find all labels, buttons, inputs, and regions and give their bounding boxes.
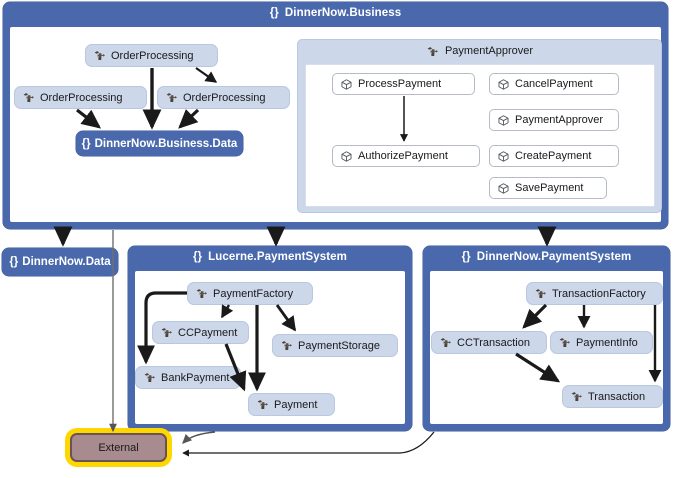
class-node-label: PaymentStorage (298, 339, 380, 352)
panel-title-label: DinnerNow.Business (284, 7, 402, 19)
class-node-label: CCTransaction (457, 336, 530, 349)
method-node-label: CancelPayment (515, 78, 593, 90)
class-node-paymentstorage[interactable]: PaymentStorage (272, 334, 398, 357)
panel-title-dinnernow-paymentsystem: {} DinnerNow.PaymentSystem (423, 246, 670, 268)
class-icon (143, 371, 156, 384)
method-node-createpayment[interactable]: CreatePayment (489, 145, 619, 167)
panel-title-lucerne: {} Lucerne.PaymentSystem (128, 246, 412, 268)
class-icon (160, 326, 173, 339)
panel-title-label: DinnerNow.PaymentSystem (476, 251, 632, 263)
class-icon (439, 336, 452, 349)
braces-icon: {} (192, 251, 203, 263)
external-node-label: External (98, 441, 139, 454)
class-icon (570, 390, 583, 403)
class-node-label: Transaction (588, 390, 646, 403)
class-node-transactionfactory[interactable]: TransactionFactory (526, 282, 663, 305)
namespace-node-label: DinnerNow.Business.Data (94, 137, 238, 150)
class-icon (558, 336, 571, 349)
method-cube-icon (340, 150, 353, 163)
class-icon (93, 49, 106, 62)
class-node-label: TransactionFactory (552, 287, 646, 300)
class-group-header: PaymentApprover (298, 40, 661, 62)
method-node-label: SavePayment (515, 182, 584, 194)
braces-icon: {} (269, 7, 279, 19)
class-icon (195, 287, 208, 300)
class-node-label: OrderProcessing (40, 91, 123, 104)
class-icon (256, 398, 269, 411)
method-cube-icon (497, 150, 510, 163)
external-node[interactable]: External (70, 433, 167, 462)
method-node-cancelpayment[interactable]: CancelPayment (489, 73, 619, 95)
method-node-label: AuthorizePayment (358, 150, 448, 162)
class-node-ccpayment[interactable]: CCPayment (152, 321, 249, 344)
class-icon (22, 91, 35, 104)
braces-icon: {} (9, 256, 19, 268)
class-node-orderprocessing-top[interactable]: OrderProcessing (85, 44, 218, 67)
method-node-savepayment[interactable]: SavePayment (489, 177, 607, 199)
class-node-label: PaymentFactory (213, 287, 294, 300)
namespace-node-label: DinnerNow.Data (22, 256, 111, 268)
edge-lucerne-to-external (182, 431, 216, 444)
method-node-label: PaymentApprover (515, 114, 604, 126)
class-icon (280, 339, 293, 352)
namespace-node-dinnernow-data[interactable]: {} DinnerNow.Data (2, 248, 118, 276)
class-node-label: PaymentInfo (576, 336, 638, 349)
class-node-orderprocessing-left[interactable]: OrderProcessing (14, 86, 147, 109)
method-cube-icon (497, 182, 510, 195)
method-node-paymentapprover[interactable]: PaymentApprover (489, 109, 619, 131)
class-node-orderprocessing-right[interactable]: OrderProcessing (157, 86, 290, 109)
class-node-bankpayment[interactable]: BankPayment (135, 366, 241, 389)
braces-icon: {} (81, 137, 91, 150)
class-icon (426, 45, 439, 58)
panel-title-label: Lucerne.PaymentSystem (208, 251, 348, 263)
class-node-transaction[interactable]: Transaction (562, 385, 663, 408)
method-cube-icon (497, 78, 510, 91)
class-node-paymentfactory[interactable]: PaymentFactory (187, 282, 313, 305)
method-node-label: ProcessPayment (358, 78, 442, 90)
class-group-label: PaymentApprover (444, 45, 534, 57)
method-node-authorizepayment[interactable]: AuthorizePayment (332, 145, 480, 167)
method-cube-icon (497, 114, 510, 127)
method-cube-icon (340, 78, 353, 91)
method-node-processpayment[interactable]: ProcessPayment (332, 73, 475, 95)
method-node-label: CreatePayment (515, 150, 592, 162)
braces-icon: {} (461, 251, 471, 263)
class-icon (165, 91, 178, 104)
namespace-node-dinnernow-business-data[interactable]: {} DinnerNow.Business.Data (76, 131, 243, 156)
class-node-cctransaction[interactable]: CCTransaction (431, 331, 547, 354)
class-node-label: Payment (274, 398, 318, 411)
class-node-label: OrderProcessing (111, 49, 194, 62)
class-node-label: CCPayment (178, 326, 238, 339)
class-node-label: OrderProcessing (183, 91, 266, 104)
panel-title-dinnernow-business: {} DinnerNow.Business (3, 2, 668, 24)
edge-dinnernow-paymentsystem-to-external (182, 431, 435, 457)
class-icon (534, 287, 547, 300)
class-node-label: BankPayment (161, 371, 230, 384)
class-node-paymentinfo[interactable]: PaymentInfo (550, 331, 653, 354)
class-node-payment[interactable]: Payment (248, 393, 335, 416)
